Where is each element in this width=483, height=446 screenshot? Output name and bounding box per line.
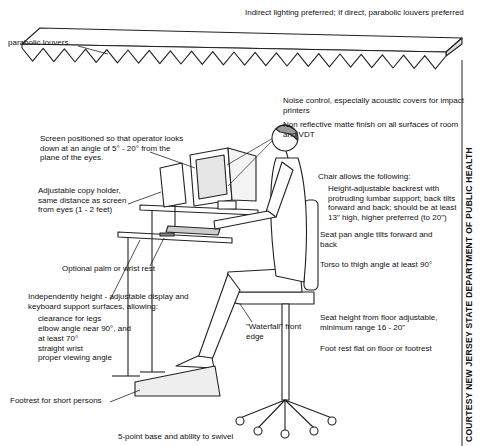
leader-line: [110, 390, 140, 402]
monitor-stand: [218, 201, 236, 209]
person-neck: [286, 151, 288, 158]
caster: [254, 427, 262, 435]
caster: [281, 430, 289, 438]
leader-line: [150, 152, 195, 168]
callout-text: Footrest for short persons: [10, 396, 110, 406]
footrest: [135, 366, 220, 396]
callout-text: Seat pan angle tilts forward and back: [320, 230, 440, 249]
person-foot: [176, 356, 214, 368]
callout-text: "Waterfall" front edge: [246, 322, 306, 341]
callout-text: Non reflective matte finish on all surfa…: [283, 120, 463, 139]
callout-text: Independently height - adjustable displa…: [28, 292, 206, 311]
callout-text: 5-point base and ability to swivel: [118, 432, 318, 442]
callout-text: Seat height from floor adjustable, minim…: [320, 313, 460, 332]
callout-text: Noise control, especially acoustic cover…: [283, 96, 465, 115]
person-shin: [198, 274, 240, 362]
caster: [310, 427, 318, 435]
callout-text: Torso to thigh angle at least 90°: [320, 260, 460, 270]
desk-leg: [151, 210, 152, 372]
caster: [328, 417, 336, 425]
person-upper-arm: [266, 162, 293, 217]
leader-line: [240, 304, 252, 322]
leader-line: [150, 238, 164, 266]
light-fixture-end: [446, 38, 462, 56]
callout-text: Chair allows the following:: [318, 172, 468, 182]
monitor-front: [190, 148, 232, 206]
caster: [236, 417, 244, 425]
wrist-rest: [160, 233, 174, 236]
callout-text: Height-adjustable backrest with protrudi…: [328, 184, 468, 222]
sight-line: [227, 138, 273, 165]
chair-seat: [232, 292, 314, 304]
desk-foot: [112, 375, 140, 376]
desk-foot: [140, 371, 165, 372]
leader-line: [128, 192, 161, 204]
callout-text: elbow angle near 90°, and at least 70°: [38, 324, 138, 343]
leader-line: [78, 46, 108, 54]
copy-holder: [160, 163, 186, 207]
callout-text: Adjustable copy holder, same distance as…: [38, 186, 138, 215]
callout-text: parabolic louvers: [8, 38, 88, 48]
display-surface: [140, 205, 258, 215]
chair-base: [240, 400, 332, 431]
callout-text: proper viewing angle: [38, 353, 138, 363]
callout-text: Foot rest flat on floor or footrest: [320, 344, 460, 354]
credit-text: COURTESY NEW JERSEY STATE DEPARTMENT OF …: [465, 70, 475, 442]
person-forearm: [214, 211, 276, 229]
callout-text: straight wrist: [38, 344, 138, 354]
callout-text: Screen positioned so that operator looks…: [40, 134, 190, 163]
chair-post: [282, 304, 289, 400]
sight-line: [228, 140, 273, 186]
callout-text: Indirect lighting preferred; If direct, …: [245, 8, 470, 18]
parabolic-louvers: [22, 44, 446, 69]
separator-line: [462, 60, 463, 446]
callout-text: clearance for legs: [38, 314, 138, 324]
monitor-screen: [196, 155, 227, 199]
callout-text: Optional palm or wrist rest: [62, 264, 182, 274]
